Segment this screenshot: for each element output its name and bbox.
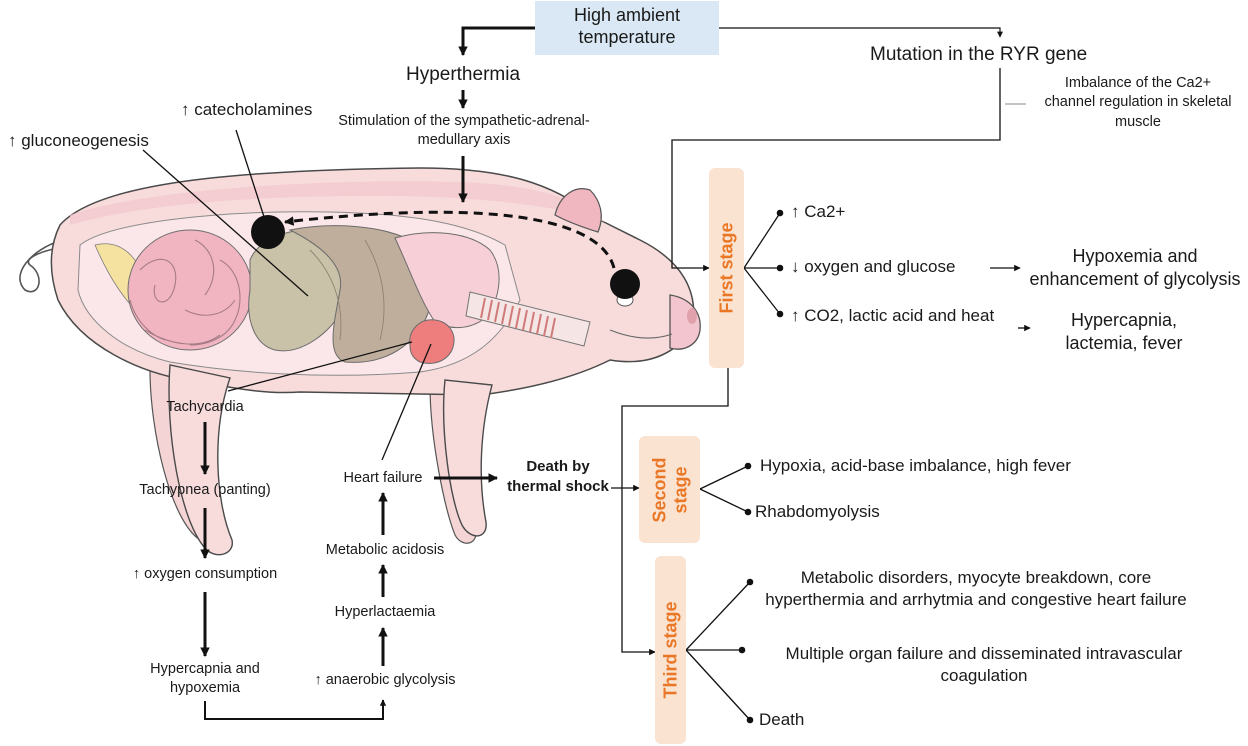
- line-heart-failure: [381, 343, 432, 461]
- pig-illustration: [19, 167, 701, 556]
- first-item-ca: ↑ Ca2+: [791, 202, 846, 221]
- imbalance-label: Imbalance of the Ca2+ channel regulation…: [1044, 75, 1232, 130]
- arrow-first-down: [621, 368, 729, 656]
- hypercapnia-hypoxemia-label: Hypercapnia and hypoxemia: [150, 661, 260, 696]
- heart-failure-label: Heart failure: [343, 470, 423, 486]
- death-thermal-label: Death by thermal shock: [507, 458, 609, 495]
- connectors: [142, 26, 1031, 721]
- arrow-header-to-hyperthermia: [458, 26, 535, 56]
- pig-liver: [288, 225, 433, 363]
- tachypnea-label: Tachypnea (panting): [139, 482, 271, 498]
- first-item-co2: ↑ CO2, lactic acid and heat: [791, 306, 995, 325]
- line-tachycardia: [227, 341, 413, 392]
- first-item-oxygen: ↓ oxygen and glucose: [791, 257, 956, 276]
- third-stage-box: Third stage: [655, 556, 686, 744]
- second-item-rhabdo: Rhabdomyolysis: [755, 502, 880, 521]
- pig-tail: [19, 239, 63, 293]
- mutation-label: Mutation in the RYR gene: [870, 44, 1088, 65]
- second-stage-box: Second stage: [639, 436, 700, 543]
- pig-intestines: [127, 229, 253, 351]
- first-outcome-hypercapnia: Hypercapnia, lactemia, fever: [1065, 310, 1183, 354]
- pig-near-front-leg: [443, 379, 493, 537]
- metabolic-acidosis-label: Metabolic acidosis: [325, 542, 445, 558]
- tachycardia-label: Tachycardia: [166, 399, 244, 415]
- catecholamines-label: ↑ catecholamines: [181, 100, 313, 119]
- stimulation-label: Stimulation of the sympathetic-adrenal-m…: [338, 113, 590, 148]
- second-item-hypoxia: Hypoxia, acid-base imbalance, high fever: [760, 456, 1071, 475]
- third-item-death: Death: [759, 710, 805, 729]
- pig-snout: [669, 294, 701, 350]
- gluconeogenesis-label: ↑ gluconeogenesis: [8, 131, 149, 150]
- first-outcome-hypoxemia: Hypoxemia and enhancement of glycolysis: [1029, 246, 1241, 290]
- bullet-dots: [251, 209, 784, 724]
- third-item-metabolic: Metabolic disorders, myocyte breakdown, …: [765, 568, 1187, 610]
- second-stage-label: Second stage: [648, 457, 690, 523]
- arrow-mutation-to-first: [671, 68, 1001, 272]
- line-catecholamines: [235, 129, 267, 224]
- arrow-header-to-mutation: [719, 27, 1003, 38]
- first-stage-box: First stage: [709, 168, 744, 368]
- first-stage-label: First stage: [716, 222, 737, 314]
- line-hypercapnia-to-glycolysis: [204, 699, 387, 720]
- third-stage-label: Third stage: [660, 601, 681, 699]
- hyperthermia-label: Hyperthermia: [405, 64, 521, 85]
- pig-trachea: [465, 291, 591, 347]
- pig-heart: [409, 319, 455, 364]
- dashed-arc-brain-to-adrenal: [284, 210, 616, 269]
- header-box: [535, 1, 719, 55]
- brain-dot: [610, 269, 640, 299]
- header-title: High ambient temperature: [573, 5, 681, 47]
- anaerobic-glycolysis-label: ↑ anaerobic glycolysis: [314, 672, 456, 688]
- pig-near-hind-leg: [168, 364, 233, 556]
- oxygen-consumption-label: ↑ oxygen consumption: [132, 566, 278, 582]
- line-gluconeogenesis: [142, 149, 309, 297]
- third-item-organ-failure: Multiple organ failure and disseminated …: [785, 644, 1183, 686]
- pig-ear: [554, 188, 602, 233]
- hyperlactaemia-label: Hyperlactaemia: [334, 604, 436, 620]
- adrenal-dot: [251, 215, 285, 249]
